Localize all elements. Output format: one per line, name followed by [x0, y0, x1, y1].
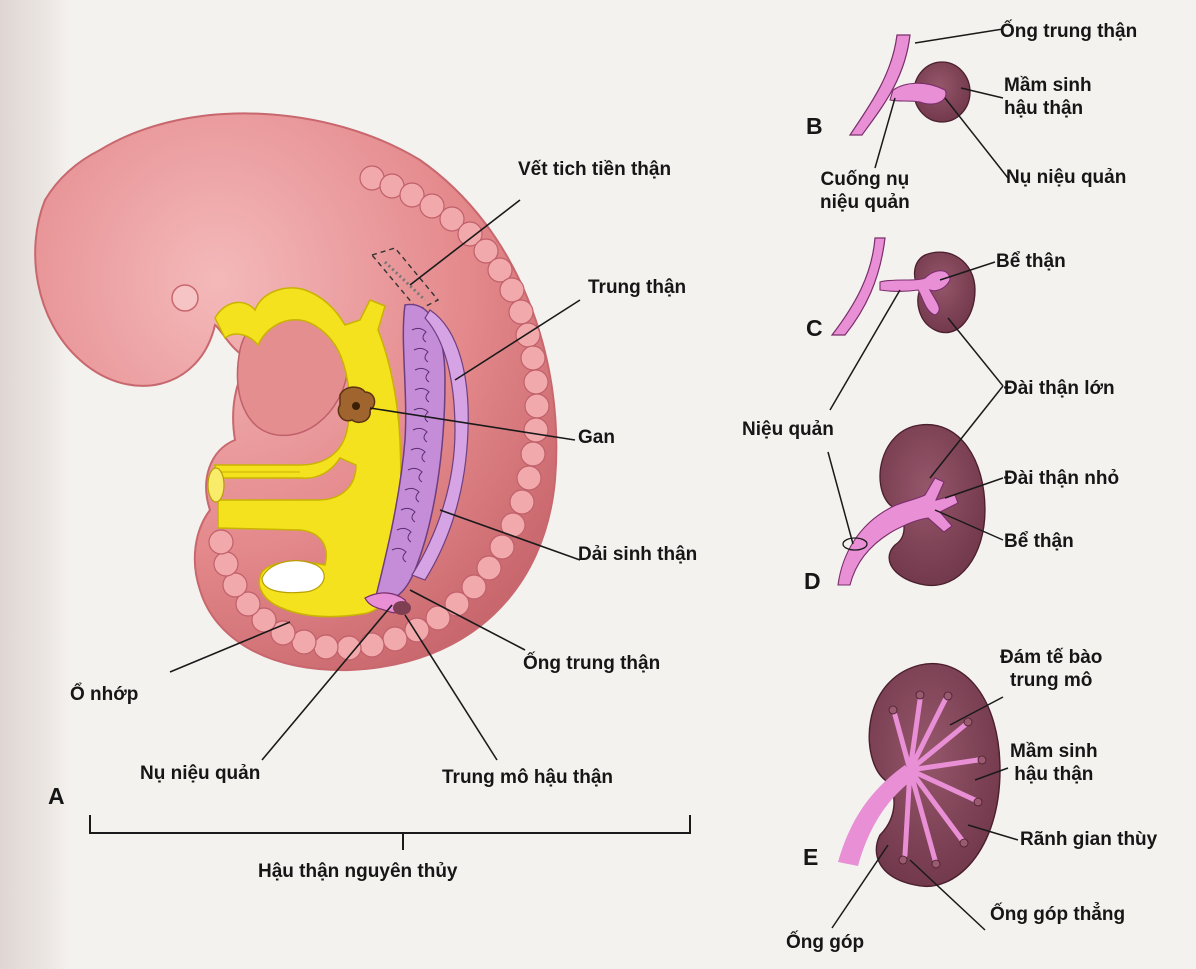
page-background-edge: [0, 0, 70, 969]
metanephric-mesoderm: [393, 601, 411, 615]
ureter-cut-d: [842, 537, 868, 551]
panel-d-diagram: [827, 385, 1004, 587]
label-nieu-quan: Niệu quản: [742, 419, 834, 440]
panel-label-b: B: [806, 113, 823, 139]
label-cuong-nu-nieu-quan: Cuống nụ niệu quản: [820, 169, 910, 214]
embryo-eye: [171, 284, 199, 312]
mesenchyme-clusters-e: [888, 690, 987, 869]
panel-label-d: D: [804, 568, 821, 594]
mesonephric-tubules: [391, 327, 430, 563]
cloaca-opening: [261, 560, 325, 594]
label-ong-gop-thang: Ống góp thẳng: [990, 904, 1126, 925]
label-ong-trung-than-b: Ống trung thận: [1000, 21, 1138, 42]
label-be-than-d: Bể thận: [1004, 531, 1074, 552]
label-gan: Gan: [578, 427, 615, 448]
mesonephric-duct-b: [848, 34, 911, 136]
leader-lines-a: [169, 199, 581, 761]
panel-b-diagram: [848, 28, 1009, 179]
bracket-hau-than: [89, 815, 691, 850]
label-ong-gop: Ống góp: [786, 932, 865, 953]
pronephros-box: [370, 247, 440, 311]
label-be-than-c: Bể thận: [996, 251, 1066, 272]
label-mam-sinh-hau-than-e: Mầm sinh hậu thận: [1010, 741, 1098, 786]
label-vet-tich-tien-than: Vết tich tiền thận: [518, 159, 672, 180]
label-ranh-gian-thuy: Rãnh gian thùy: [1020, 829, 1158, 850]
embryo-panel-a: [34, 112, 691, 850]
label-trung-than: Trung thận: [588, 277, 687, 298]
label-trung-mo-hau-than: Trung mô hậu thận: [442, 767, 613, 788]
pelvis-c: [879, 270, 951, 316]
label-dai-than-lon: Đài thận lớn: [1004, 378, 1115, 399]
label-dam-te-bao-trung-mo: Đám tế bào trung mô: [1000, 647, 1103, 692]
label-o-nhop: Ổ nhớp: [70, 684, 139, 705]
label-ong-trung-than-a: Ống trung thận: [523, 653, 661, 674]
panel-c-diagram: [829, 237, 1004, 411]
label-dai-sinh-than: Dải sinh thận: [578, 544, 698, 565]
ureteric-bud-b: [889, 82, 947, 105]
vitelline-opening: [207, 467, 225, 503]
panel-e-diagram: [831, 662, 1019, 931]
panel-label-a: A: [48, 783, 65, 809]
label-nu-nieu-quan-b: Nụ niệu quản: [1006, 167, 1127, 188]
panel-label-c: C: [806, 315, 823, 341]
label-hau-than-nguyen-thuy: Hậu thận nguyên thủy: [258, 861, 458, 882]
label-nu-nieu-quan-a: Nụ niệu quản: [140, 763, 261, 784]
label-dai-than-nho: Đài thận nhỏ: [1004, 468, 1120, 489]
somites: [208, 165, 550, 661]
panel-label-e: E: [803, 844, 819, 870]
nephrogenic-cord: [411, 309, 469, 581]
label-mam-sinh-hau-than-b: Mầm sinh hậu thận: [1004, 75, 1092, 120]
mesonephric-duct-c: [830, 237, 886, 336]
